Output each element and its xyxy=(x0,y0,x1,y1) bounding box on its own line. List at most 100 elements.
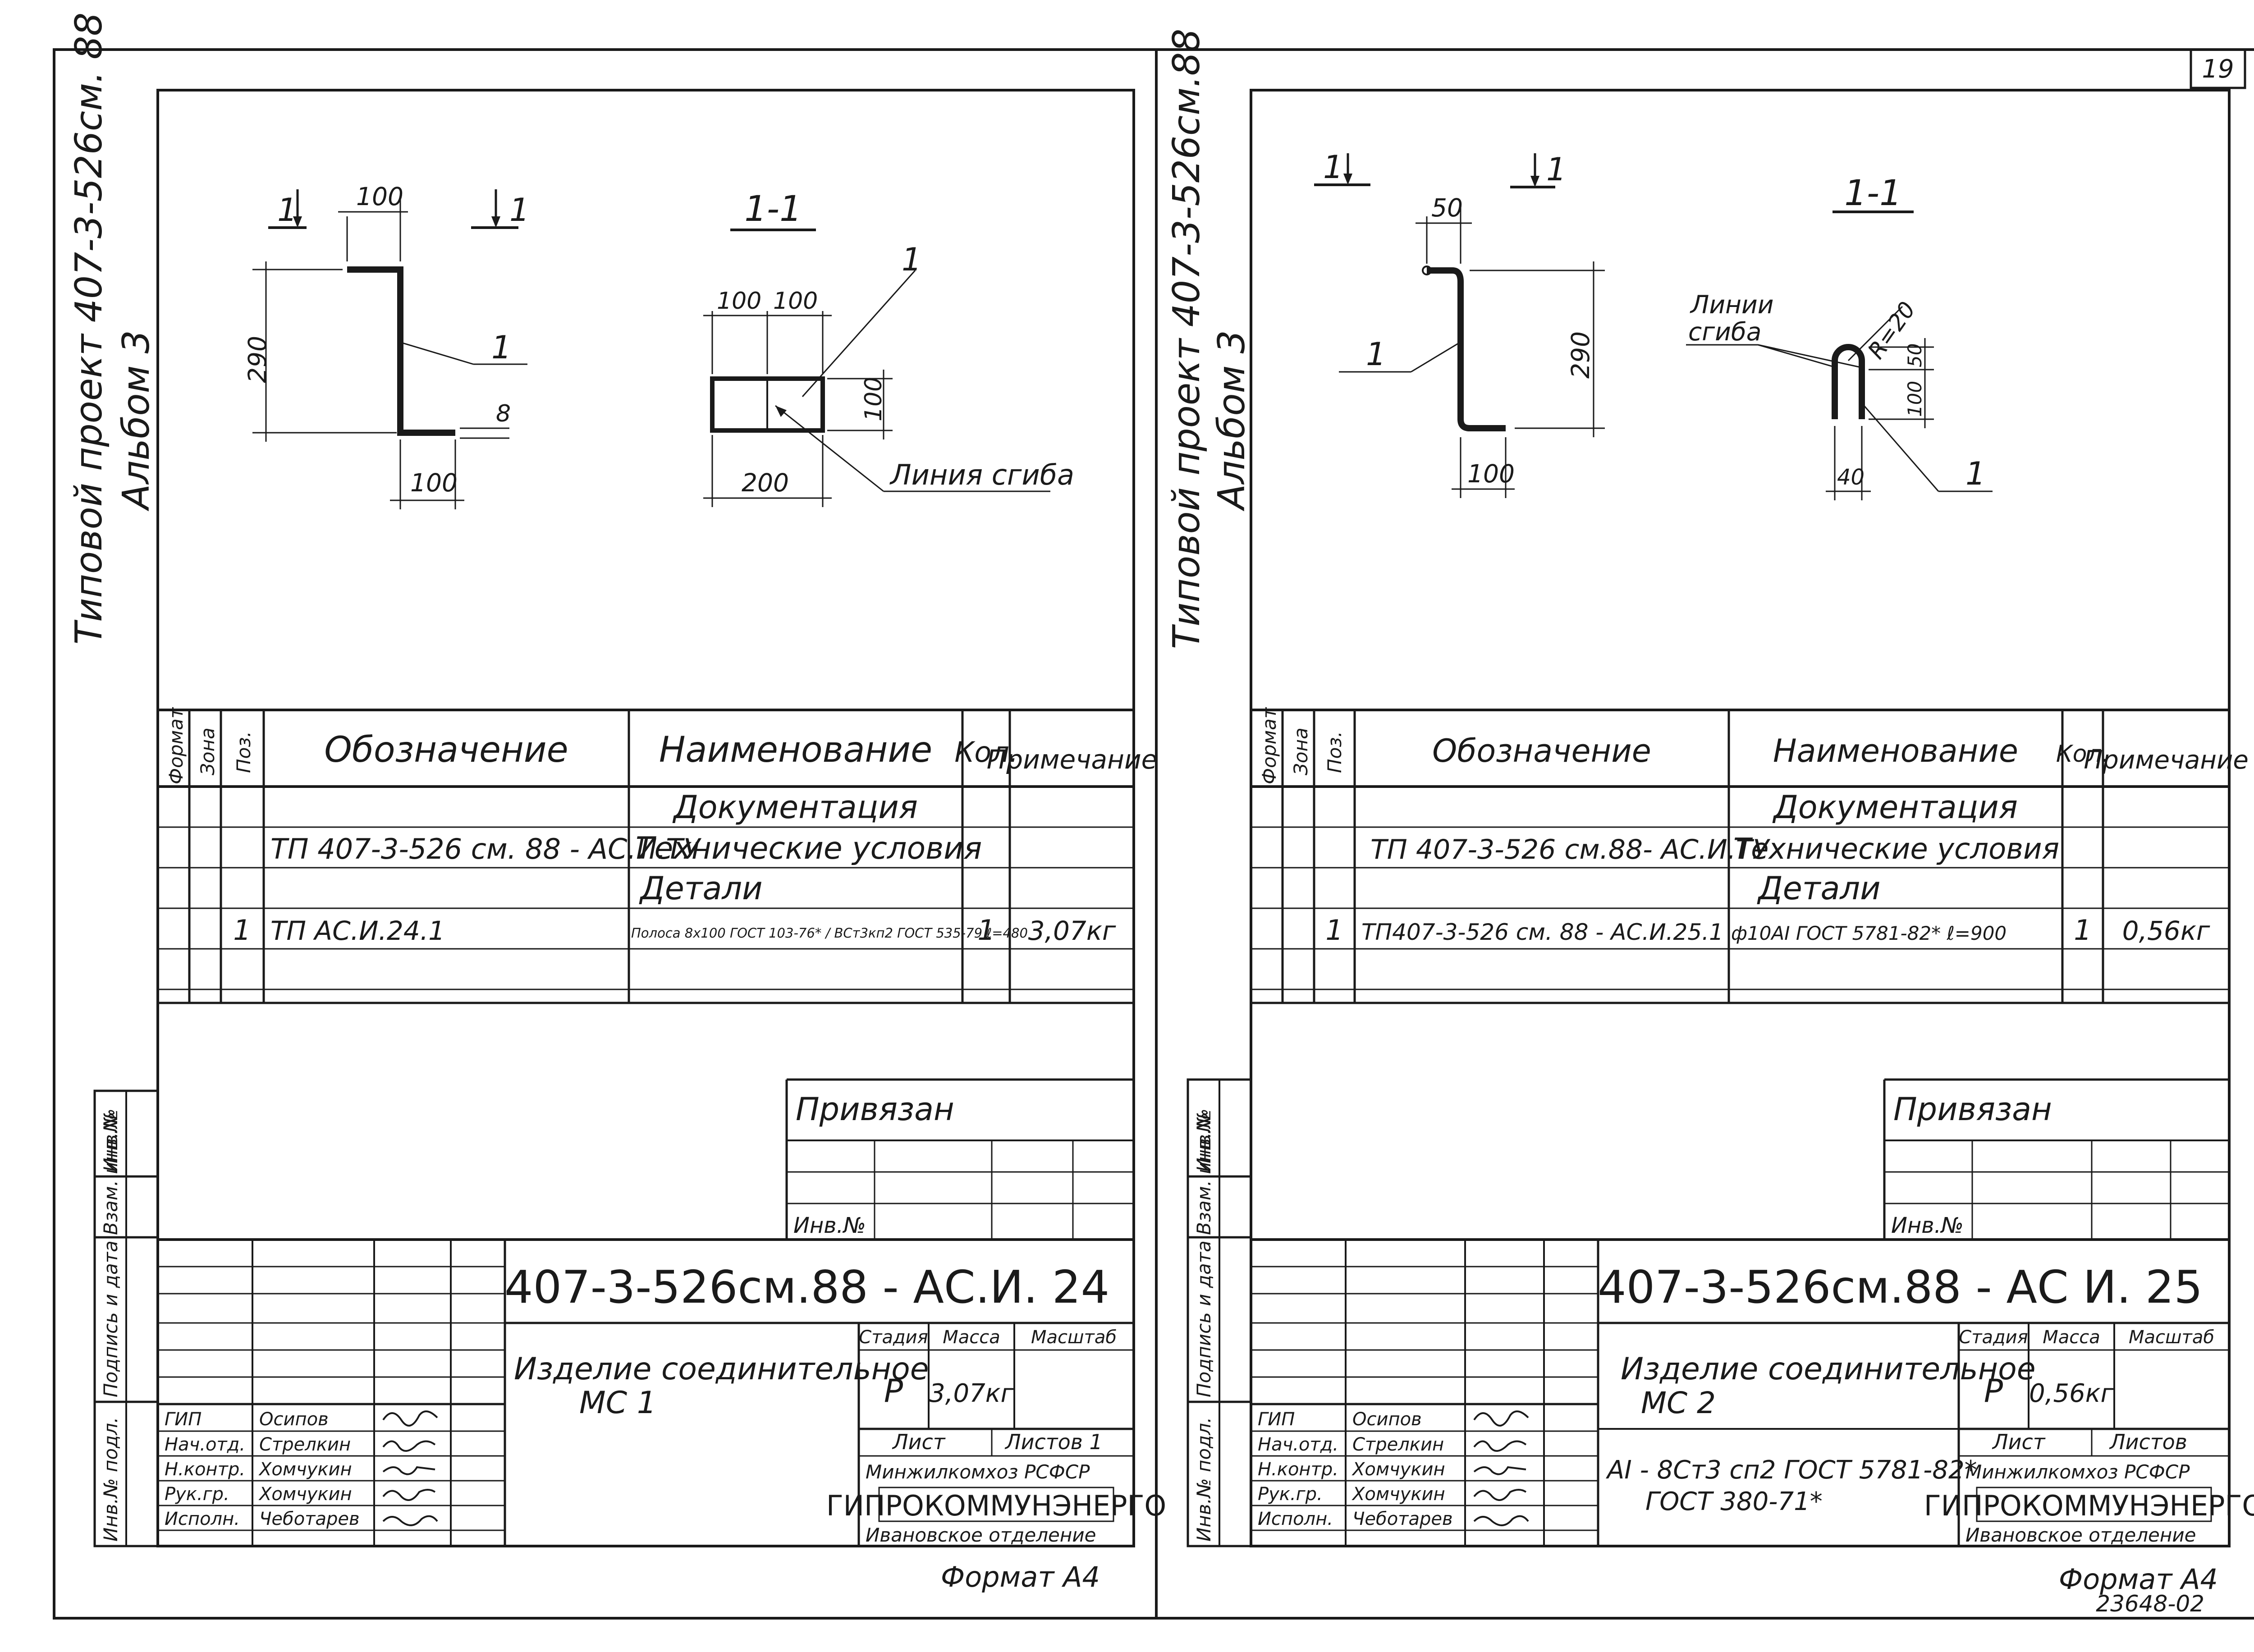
left-privyazan-block xyxy=(785,1078,1134,1240)
left-name-0: Осипов xyxy=(259,1409,329,1430)
right-dim-top: 50 xyxy=(1431,193,1463,222)
right-role-4: Исполн. xyxy=(1258,1509,1333,1529)
left-side-stamp xyxy=(93,1089,159,1547)
right-row3-note: 0,56кг xyxy=(2122,915,2210,946)
left-side-title-2: Альбом 3 xyxy=(115,330,158,512)
left-role-2: Н.контр. xyxy=(165,1459,245,1480)
left-item-name: Изделие соединительное xyxy=(514,1351,929,1387)
right-privyazan-label: Привязан xyxy=(1893,1091,2052,1128)
right-item-mark: МС 2 xyxy=(1641,1386,1716,1420)
left-scale-label: Масштаб xyxy=(1031,1327,1117,1348)
left-row3-name: Полоса 8х100 ГОСТ 103-76* / ВСт3кп2 ГОСТ… xyxy=(631,925,1028,941)
left-sheets-label: Листов 1 xyxy=(1004,1430,1103,1454)
left-stamp-inv: Инв.№ xyxy=(100,1108,122,1172)
right-stamp-podpis: Подпись и дата xyxy=(1193,1240,1215,1397)
right-stamp-vzam: Взам. инв.№ xyxy=(1193,1112,1215,1235)
left-section-mark-right: 1 xyxy=(509,192,530,229)
right-role-0: ГИП xyxy=(1258,1409,1295,1430)
left-name-3: Хомчукин xyxy=(258,1484,352,1505)
right-dim-height: 290 xyxy=(1566,331,1595,379)
right-sec-dim-40: 40 xyxy=(1837,465,1865,490)
page-number-box xyxy=(2190,48,2246,89)
left-spec-table xyxy=(158,709,1134,1004)
right-org-2: ГИПРОКОММУНЭНЕРГО xyxy=(1924,1489,2254,1522)
left-sec-dim-height: 100 xyxy=(860,377,887,421)
right-stage-label: Стадия xyxy=(1959,1327,2028,1348)
right-scale-label: Масштаб xyxy=(2129,1327,2214,1348)
left-section-mark-left: 1 xyxy=(277,192,298,229)
left-name-2: Хомчукин xyxy=(258,1459,352,1480)
left-name-4: Чеботарев xyxy=(259,1509,360,1529)
right-hdr-format: Формат xyxy=(1258,707,1280,784)
right-pos-label-elevation: 1 xyxy=(1366,336,1386,373)
left-sec-dim-width: 200 xyxy=(742,468,789,497)
right-hdr-note: Примечание xyxy=(2084,746,2249,775)
left-stamp-inv-podl: Инв.№ подл. xyxy=(100,1417,122,1542)
right-item-name: Изделие соединительное xyxy=(1621,1351,2036,1387)
right-name-0: Осипов xyxy=(1352,1409,1422,1430)
left-dim-bottom: 100 xyxy=(410,468,458,497)
left-name-1: Стрелкин xyxy=(259,1434,351,1455)
right-section-mark-right: 1 xyxy=(1546,151,1567,188)
left-side-title-1: Типовой проект 407-3-526см. 88 xyxy=(68,13,110,645)
left-row2-name: Детали xyxy=(639,870,763,907)
left-row1-name: Технические условия xyxy=(636,831,982,866)
left-sheet: Типовой проект 407-3-526см. 88 Альбом 3 … xyxy=(68,13,1166,1593)
left-row3-qty: 1 xyxy=(977,914,995,947)
left-stamp-vzam: Взам. инв.№ xyxy=(100,1112,122,1235)
left-stamp-podpis: Подпись и дата xyxy=(100,1240,122,1397)
left-row3-pos: 1 xyxy=(233,914,251,947)
right-spec-table xyxy=(1251,709,2229,1004)
right-inner-frame xyxy=(1250,89,2231,1547)
left-role-4: Исполн. xyxy=(165,1509,240,1529)
left-role-0: ГИП xyxy=(165,1409,202,1430)
right-name-3: Хомчукин xyxy=(1351,1484,1445,1505)
left-pos-label-elevation: 1 xyxy=(491,329,512,366)
left-dim-height: 290 xyxy=(243,336,272,383)
right-hdr-designation: Обозначение xyxy=(1432,732,1651,769)
right-side-title-2: Альбом 3 xyxy=(1210,330,1253,512)
left-item-mark: МС 1 xyxy=(579,1385,656,1421)
left-role-1: Нач.отд. xyxy=(165,1434,245,1455)
right-row3-name: ф10АI ГОСТ 5781-82* ℓ=900 xyxy=(1731,922,2007,944)
left-section-title: 1-1 xyxy=(744,189,802,229)
left-inner-frame xyxy=(156,89,1135,1547)
right-org-3: Ивановское отделение xyxy=(1965,1524,2196,1546)
left-stage: Р xyxy=(884,1373,903,1409)
right-role-1: Нач.отд. xyxy=(1258,1434,1338,1455)
left-pos-label-section: 1 xyxy=(902,241,922,278)
left-org-2: ГИПРОКОММУНЭНЕРГО xyxy=(826,1489,1166,1522)
right-hdr-name: Наименование xyxy=(1773,732,2018,769)
right-row3-qty: 1 xyxy=(2074,914,2091,947)
right-hdr-zone: Зона xyxy=(1290,728,1312,775)
right-sheet: Типовой проект 407-3-526см.88 Альбом 3 1… xyxy=(1165,29,2254,1617)
right-sec-dim-100: 100 xyxy=(1904,381,1926,417)
left-title-block xyxy=(158,1238,1134,1546)
right-name-2: Хомчукин xyxy=(1351,1459,1445,1480)
left-bend-line-label: Линия сгиба xyxy=(889,458,1074,491)
right-inv-n-label: Инв.№ xyxy=(1891,1213,1964,1238)
right-sheets-label: Листов xyxy=(2109,1430,2187,1454)
right-role-3: Рук.гр. xyxy=(1258,1484,1323,1505)
right-privyazan-block xyxy=(1883,1078,2229,1240)
left-row3-note: 3,07кг xyxy=(1028,915,1116,946)
right-sec-dim-50: 50 xyxy=(1904,343,1926,367)
left-role-3: Рук.гр. xyxy=(165,1484,229,1505)
right-row0-name: Документация xyxy=(1772,789,2018,826)
right-section-title: 1-1 xyxy=(1844,173,1901,214)
right-row3-designation: ТП407-3-526 см. 88 - АС.И.25.1 xyxy=(1361,919,1723,945)
right-hdr-qty: Кол. xyxy=(2056,741,2110,768)
left-hdr-pos: Поз. xyxy=(233,731,255,773)
left-format-label: Формат А4 xyxy=(941,1560,1100,1593)
left-hdr-format: Формат xyxy=(165,707,187,784)
right-signatures xyxy=(1473,1410,1529,1526)
left-sec-dim-left: 100 xyxy=(717,288,761,315)
left-mass-label: Масса xyxy=(943,1327,1000,1348)
left-row1-designation: ТП 407-3-526 см. 88 - АС.И.ТУ xyxy=(270,833,702,865)
right-stamp-inv: Инв.№ xyxy=(1193,1108,1215,1172)
right-material-2: ГОСТ 380-71* xyxy=(1645,1487,1823,1516)
left-hdr-designation: Обозначение xyxy=(324,730,568,770)
right-doc-code: 407-3-526см.88 - АС И. 25 xyxy=(1598,1261,2203,1313)
right-format-label: Формат А4 xyxy=(2059,1563,2218,1596)
